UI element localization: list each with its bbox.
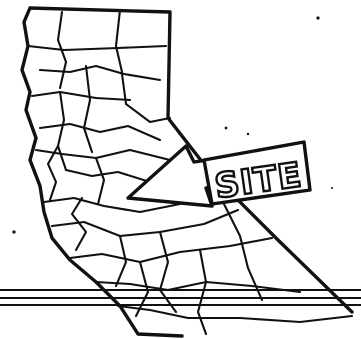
speck <box>316 16 320 20</box>
county-line <box>38 64 162 82</box>
county-line <box>70 196 88 252</box>
county-line <box>94 156 106 206</box>
border-lines <box>0 289 361 306</box>
county-line <box>94 280 302 294</box>
county-line <box>38 122 162 142</box>
county-line <box>116 304 354 324</box>
county-line <box>82 64 94 154</box>
county-line <box>26 44 168 52</box>
county-line <box>158 230 178 314</box>
speck <box>331 187 333 189</box>
county-line <box>30 90 132 102</box>
county-boundaries <box>26 8 354 336</box>
county-line <box>46 144 60 202</box>
county-line <box>56 10 68 90</box>
speck <box>246 132 250 136</box>
county-line <box>196 248 208 336</box>
county-line <box>68 236 274 264</box>
county-line <box>114 234 128 288</box>
state-outline <box>20 6 354 338</box>
callout-box <box>202 140 312 206</box>
site-callout: SITE <box>126 140 312 208</box>
speck <box>12 230 16 234</box>
speck <box>224 126 228 130</box>
county-line <box>114 8 124 74</box>
county-line <box>120 72 172 124</box>
county-line <box>56 90 68 172</box>
scan-specks <box>12 16 333 234</box>
